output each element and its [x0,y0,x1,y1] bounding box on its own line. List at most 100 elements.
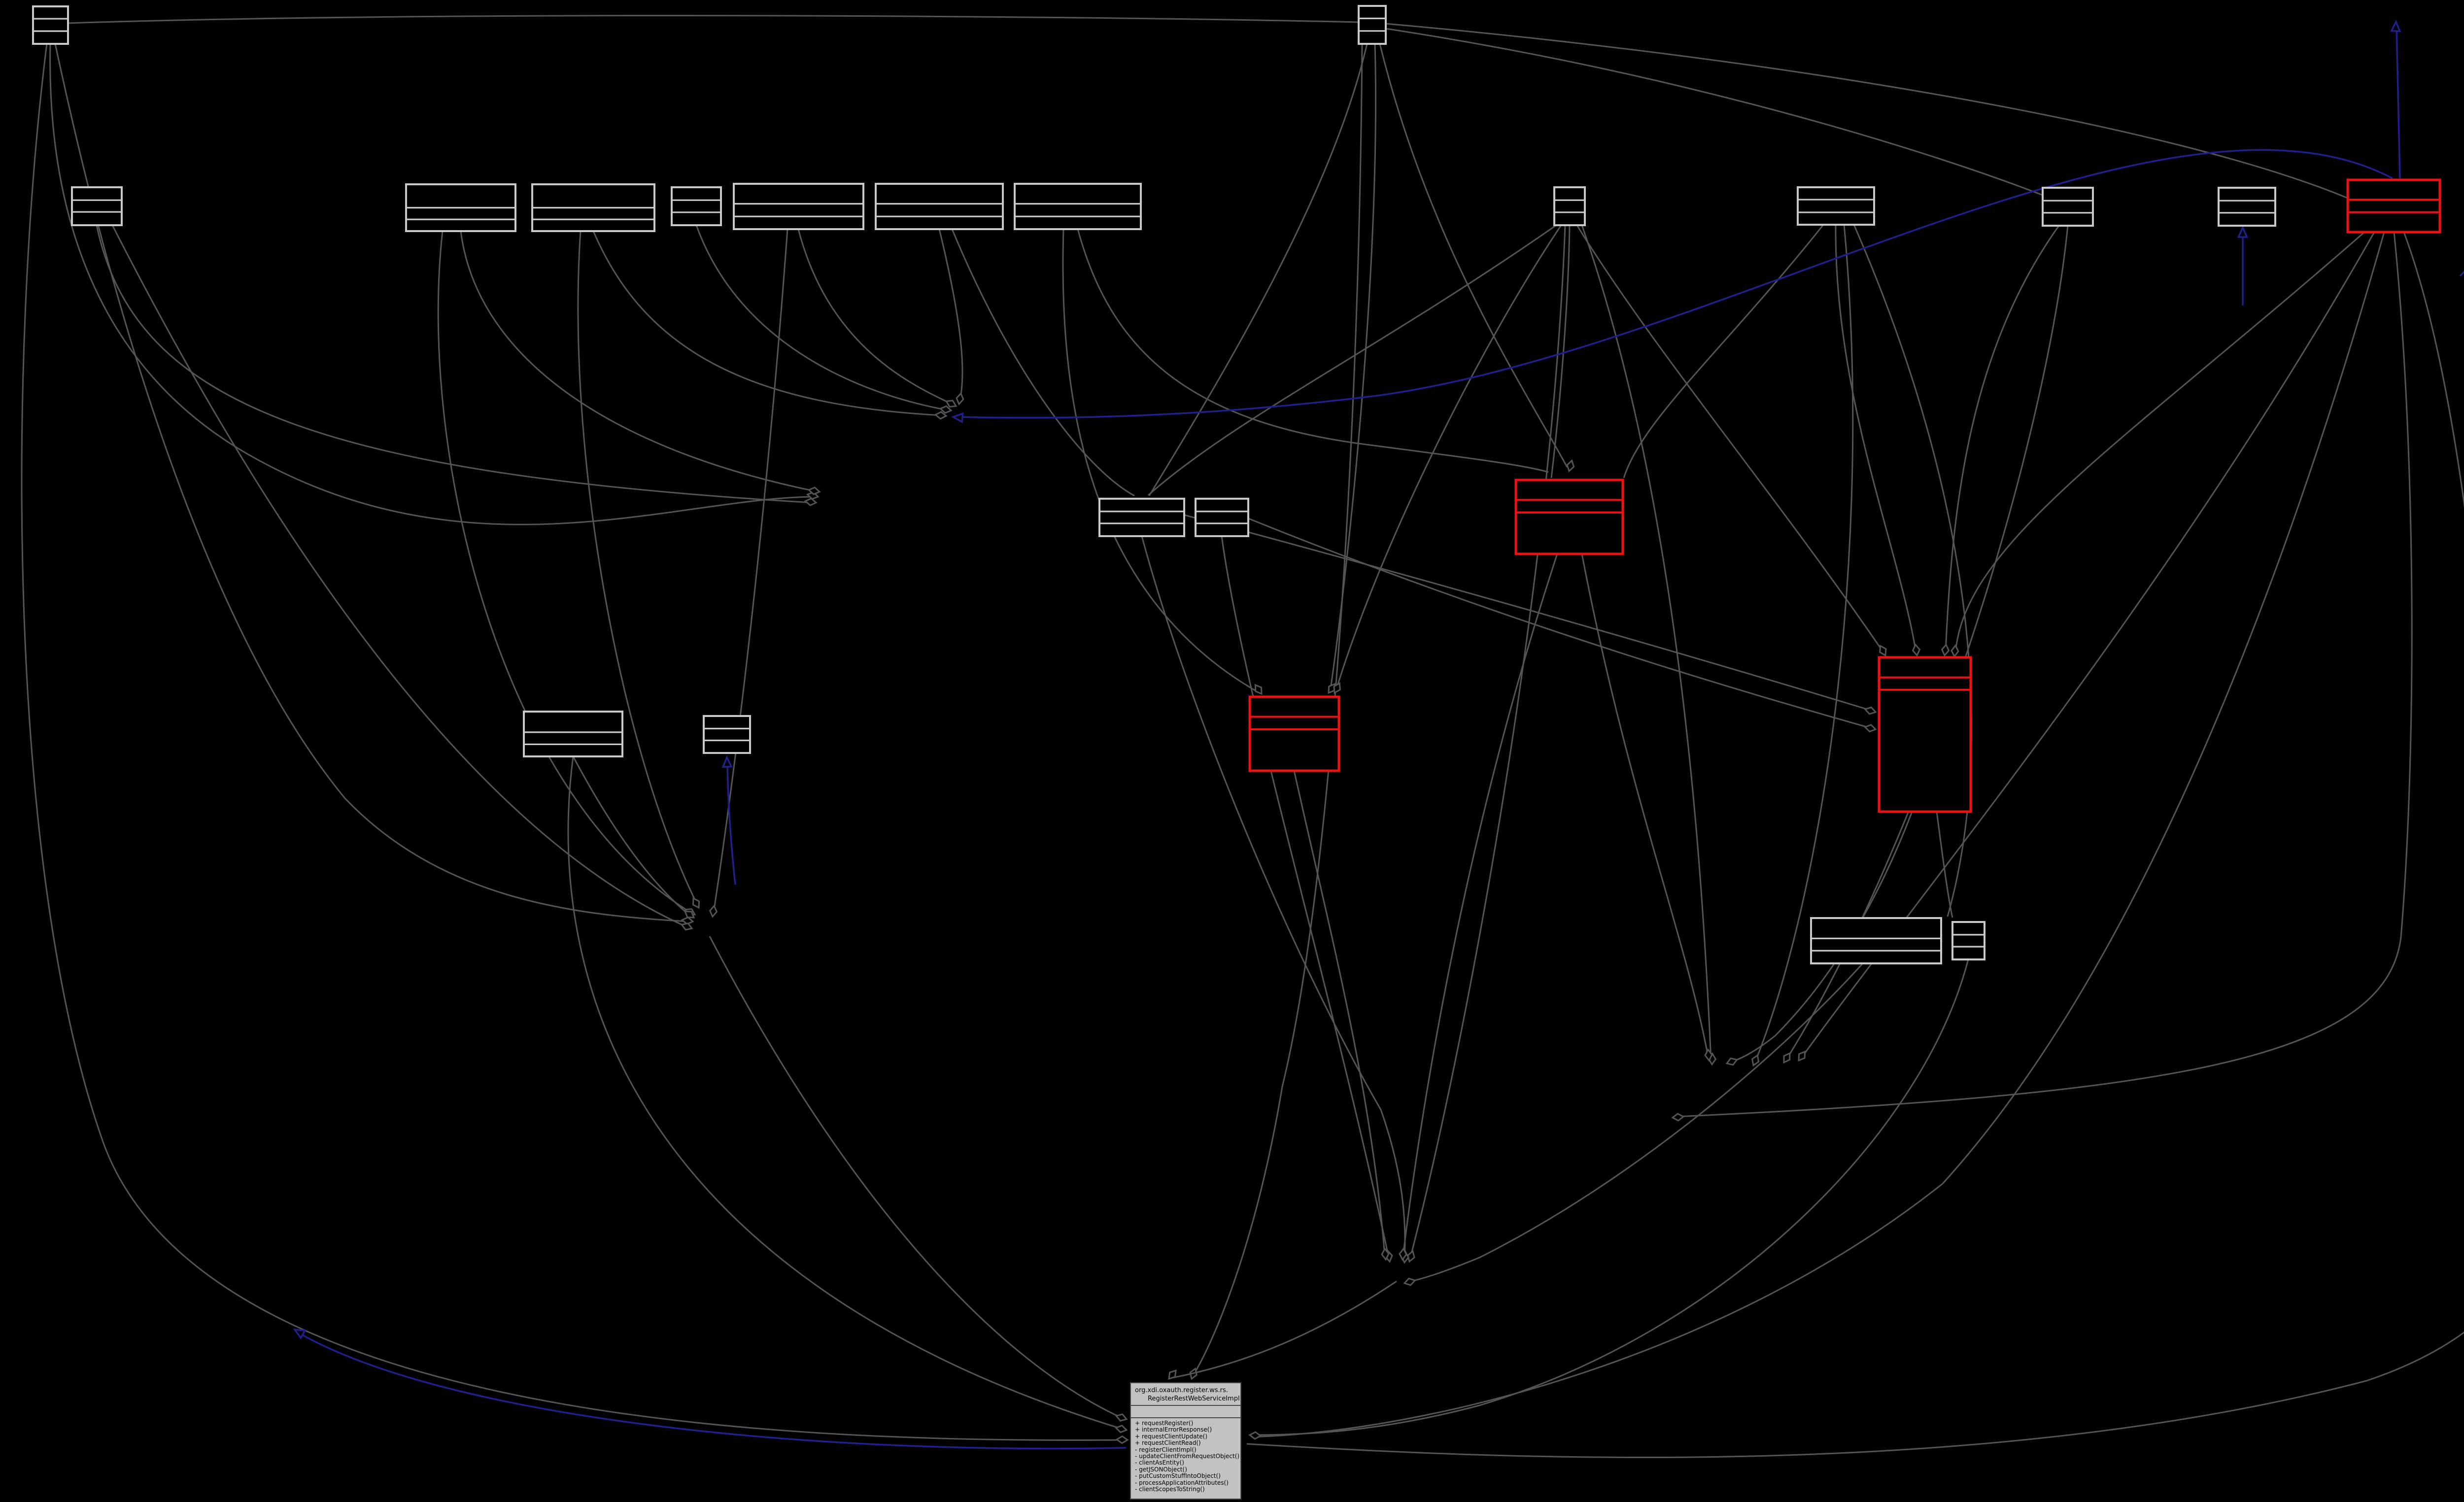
inheritance-edge [726,761,736,885]
main-class-name: RegisterRestWebServiceImpl [1148,1395,1240,1402]
aggregation-diamond-icon [1798,1050,1806,1062]
aggregation-edge [1221,536,1390,1258]
aggregation-edge [1581,225,1712,1061]
class-node-c9[interactable] [875,183,1004,230]
class-node-c24[interactable] [1951,921,1985,960]
inheritance-arrowhead-icon [721,755,733,768]
aggregation-edge [1385,23,2348,199]
class-node-c23[interactable] [1810,917,1942,964]
inheritance-edge [2396,25,2401,179]
aggregation-edge [577,231,698,904]
aggregation-diamond-icon [1708,1052,1717,1066]
aggregation-diamond-icon [1864,706,1877,715]
aggregation-edge [1835,224,1917,653]
method-label: - registerClientImpl() [1135,1446,1197,1453]
class-node-c13[interactable] [2042,187,2094,227]
class-node-c4[interactable] [71,186,123,226]
aggregation-edge [1576,225,1884,653]
class-node-c15[interactable] [2346,178,2441,234]
aggregation-edge [1407,962,1864,1283]
class-node-c10[interactable] [1014,183,1142,230]
aggregation-diamond-icon [680,922,693,931]
class-node-c7[interactable] [671,186,722,226]
aggregation-edge [1385,28,2043,196]
class-node-c11[interactable] [1553,186,1586,226]
aggregation-edge [1853,224,1973,917]
method-label: - getJSONObject() [1135,1466,1187,1473]
main-class-methods-compartment: + requestRegister()+ internalErrorRespon… [1131,1418,1240,1493]
aggregation-edge [1581,553,1709,1057]
aggregation-edge [437,231,691,914]
aggregation-edge [111,225,688,928]
aggregation-edge [96,225,813,504]
method-label: - putCustomStuffIntoObject() [1135,1472,1221,1480]
aggregation-diamond-icon [804,497,818,507]
aggregation-edge [1409,225,1566,1258]
aggregation-diamond-icon [1671,1113,1685,1122]
inheritance-arrowhead-icon [293,1328,307,1340]
aggregation-edge [1936,811,1953,918]
class-node-c21[interactable] [1248,695,1340,772]
aggregation-edge [1253,959,1969,1436]
aggregation-edge [1293,770,1386,1256]
aggregation-edge [1335,225,1562,689]
aggregation-edge [1330,43,1377,689]
class-node-c14[interactable] [2218,187,2276,227]
aggregation-diamond-icon [1333,682,1341,694]
aggregation-diamond-icon [1941,643,1950,657]
class-node-c1[interactable] [32,5,69,45]
aggregation-diamond-icon [934,411,948,420]
method-label: + requestRegister() [1135,1420,1194,1427]
aggregation-diamond-icon [1951,644,1959,658]
method-label: + requestClientUpdate() [1135,1433,1208,1440]
aggregation-edge [951,229,1135,497]
aggregation-edge [695,225,948,411]
class-node-c20[interactable] [703,715,751,754]
aggregation-diamond-icon [1115,1413,1128,1422]
aggregation-diamond-icon [1248,1431,1262,1440]
inheritance-edge [299,1332,1127,1450]
aggregation-diamond-icon [1381,1247,1390,1261]
aggregation-edge [68,15,1359,24]
class-node-c2[interactable] [1358,5,1387,45]
aggregation-diamond-icon [1399,1247,1407,1261]
aggregation-diamond-icon [807,486,821,495]
aggregation-edge [1729,811,1913,1063]
aggregation-diamond-icon [945,400,958,408]
aggregation-edge [1754,224,1854,1062]
class-node-c16[interactable] [1098,498,1185,537]
inheritance-arrowhead-icon [2237,225,2249,238]
class-node-c18[interactable] [1514,478,1624,555]
aggregation-edge [1550,225,1571,478]
aggregation-diamond-icon [1566,459,1575,473]
node-layer [32,5,2441,964]
aggregation-diamond-icon [1912,643,1921,657]
aggregation-edge [1077,229,1549,473]
aggregation-edge [1062,229,1258,693]
class-node-c22[interactable] [1878,656,1972,813]
class-node-c6[interactable] [531,183,655,232]
aggregation-edge [592,231,943,416]
aggregation-edge [1248,517,1872,729]
class-node-c8[interactable] [733,183,864,230]
aggregation-diamond-icon [1879,645,1887,657]
aggregation-diamond-icon [956,392,964,406]
aggregation-edge [1148,224,1557,496]
aggregation-diamond-icon [1725,1057,1739,1066]
aggregation-diamond-icon [939,405,953,414]
main-class-package: org.xdi.oxauth.register.ws.rs. [1135,1387,1228,1394]
aggregation-edge [1379,43,1568,468]
class-node-c17[interactable] [1195,498,1249,537]
aggregation-diamond-icon [684,910,695,919]
aggregation-edge [1402,553,1558,1256]
aggregation-diamond-icon [1403,1277,1416,1286]
class-node-c12[interactable] [1797,186,1875,226]
aggregation-edge [572,756,690,917]
inheritance-edge [957,149,2393,419]
class-node-c19[interactable] [523,711,623,757]
class-node-c5[interactable] [405,183,516,232]
aggregation-diamond-icon [681,916,694,925]
